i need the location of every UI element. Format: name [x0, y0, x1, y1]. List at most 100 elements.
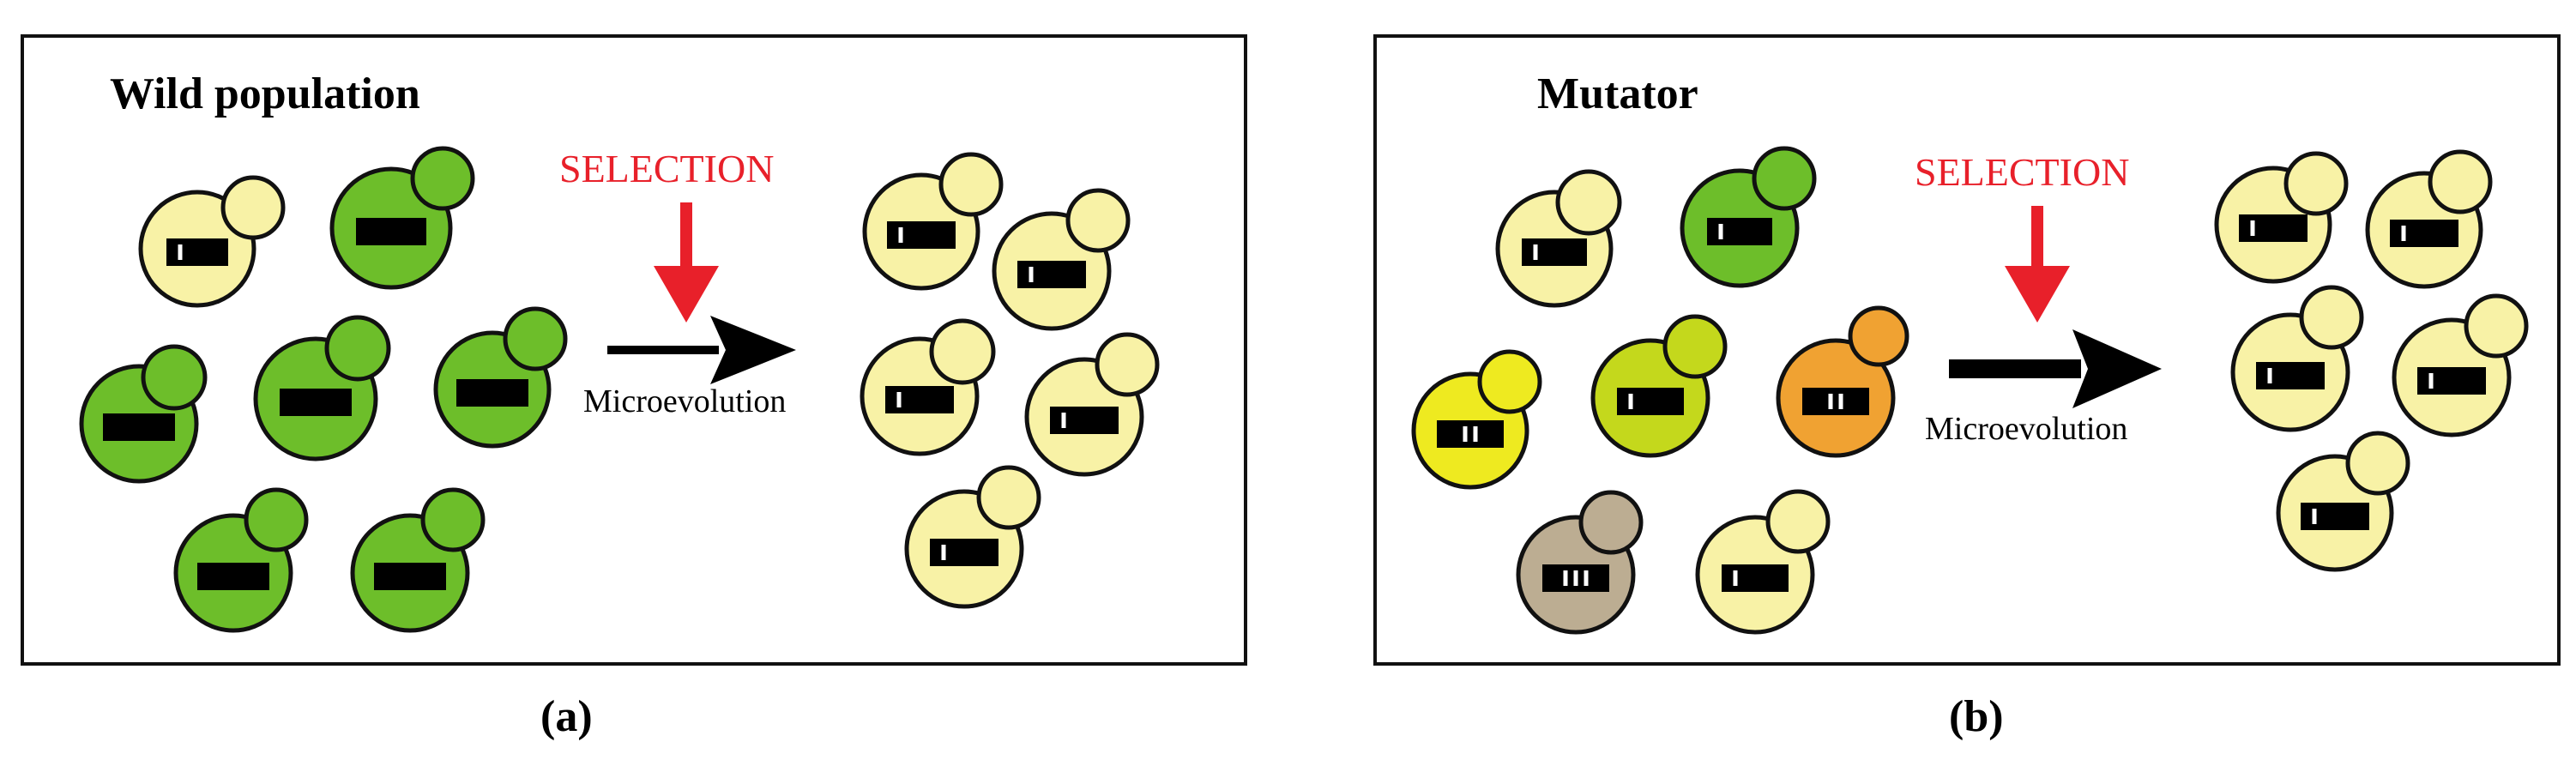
cell-bud [929, 318, 996, 385]
mutation-mark [2267, 368, 2272, 383]
genome-bar [1722, 564, 1789, 592]
panel-b-title: Mutator [1537, 69, 1698, 118]
panel-a-caption: (a) [540, 692, 593, 741]
mutation-mark [2428, 373, 2434, 389]
panel-a-microevolution-arrow [607, 316, 796, 384]
panel-a-before-cell-6 [173, 487, 309, 633]
cell-bud [2283, 151, 2349, 216]
panel-b-before-cell-4 [1590, 314, 1728, 458]
panel-b-after-cell-3 [2230, 285, 2364, 432]
genome-bar [1522, 238, 1587, 266]
mutation-mark [896, 392, 902, 407]
cell-bud [1752, 146, 1817, 211]
genome-bar [166, 238, 228, 266]
cell-bud [976, 465, 1041, 530]
genome-bar [1707, 218, 1772, 245]
panel-a-before-cell-4 [253, 315, 391, 461]
panel-a-before-cell-1 [138, 175, 286, 308]
mutation-mark [1838, 394, 1843, 409]
mutation-mark [1584, 570, 1589, 586]
panel-b-after-cell-4 [2392, 293, 2529, 437]
genome-bar [885, 386, 954, 413]
panel-b-after-cell-2 [2365, 149, 2493, 289]
mutation-mark [1463, 426, 1468, 442]
panel-a-title: Wild population [110, 69, 420, 118]
panel-b-before-cell-7 [1695, 489, 1831, 635]
genome-bar [2390, 220, 2458, 247]
cell-bud [938, 152, 1004, 217]
panel-a-before-cell-7 [350, 487, 486, 633]
genome-bar [1617, 388, 1684, 415]
cell-bud [244, 487, 309, 552]
cell-bud [1848, 305, 1909, 367]
cell-bud [220, 175, 286, 240]
cell-bud [141, 344, 208, 411]
genome-bar [103, 413, 175, 441]
mutation-mark [2401, 226, 2406, 241]
panel-b-before-cell-1 [1495, 169, 1622, 308]
panel-b-after-cell-5 [2276, 431, 2410, 572]
panel-b-before-cell-5 [1776, 305, 1909, 458]
panel-a-after-cell-1 [862, 152, 1004, 291]
mutation-mark [1533, 244, 1538, 260]
panel-b-before-cell-2 [1680, 146, 1817, 288]
genome-bar [356, 218, 426, 245]
cell-bud [324, 315, 391, 382]
cell-bud [1578, 490, 1644, 555]
genome-bar [2256, 362, 2325, 389]
panel-a-before-cell-5 [433, 306, 568, 449]
cell-bud [503, 306, 568, 371]
panel-a-after-cell-2 [992, 188, 1131, 331]
panel-b-before-cell-6 [1516, 490, 1644, 635]
genome-bar [374, 563, 446, 590]
genome-bar [2239, 214, 2308, 242]
mutation-mark [178, 244, 183, 260]
genome-bar [930, 539, 998, 566]
mutation-mark [1563, 570, 1568, 586]
cell-bud [410, 146, 475, 211]
genome-bar [1437, 420, 1504, 448]
mutation-mark [1573, 570, 1578, 586]
genome-bar [2417, 367, 2486, 395]
genome-bar [280, 389, 352, 416]
cell-bud [1095, 332, 1160, 397]
panel-a-before-cell-2 [329, 146, 475, 290]
mutation-mark [1718, 224, 1723, 239]
panel-a-selection-arrow [654, 202, 719, 323]
mutation-mark [2250, 220, 2255, 236]
mutation-mark [1733, 570, 1738, 586]
mutation-mark [1473, 426, 1478, 442]
cell-bud [1662, 314, 1728, 379]
panel-a-after-cell-4 [1024, 332, 1160, 477]
panel-a-after-cell-5 [904, 465, 1041, 609]
genome-bar [1050, 407, 1119, 434]
cell-bud [2345, 431, 2410, 496]
cell-bud [2299, 285, 2364, 350]
panel-b-after-cell-1 [2214, 151, 2349, 284]
panel-b-microevolution-arrow [1949, 329, 2162, 408]
mutation-mark [941, 545, 946, 560]
panel-a-after-cell-3 [860, 318, 996, 456]
genome-bar [887, 221, 956, 249]
mutation-mark [1061, 413, 1066, 428]
cell-bud [2428, 149, 2493, 214]
panel-b-before-cell-3 [1411, 349, 1542, 490]
cell-bud [420, 487, 486, 552]
panel-b-selection-label: SELECTION [1915, 150, 2130, 194]
mutation-mark [1029, 267, 1034, 282]
panel-b-caption: (b) [1949, 692, 2004, 741]
cell-bud [1477, 349, 1542, 414]
genome-bar [456, 379, 528, 407]
cell-bud [1555, 169, 1622, 236]
mutation-mark [1628, 394, 1633, 409]
panel-b-process-label: Microevolution [1925, 411, 2128, 447]
panel-b-selection-arrow [2005, 206, 2070, 323]
mutation-mark [2312, 509, 2317, 524]
genome-bar [1802, 388, 1869, 415]
panel-a-before-cell-3 [79, 344, 208, 484]
genome-bar [2301, 503, 2369, 530]
mutation-mark [1828, 394, 1833, 409]
panel-a-process-label: Microevolution [583, 383, 787, 419]
mutation-mark [898, 227, 903, 243]
